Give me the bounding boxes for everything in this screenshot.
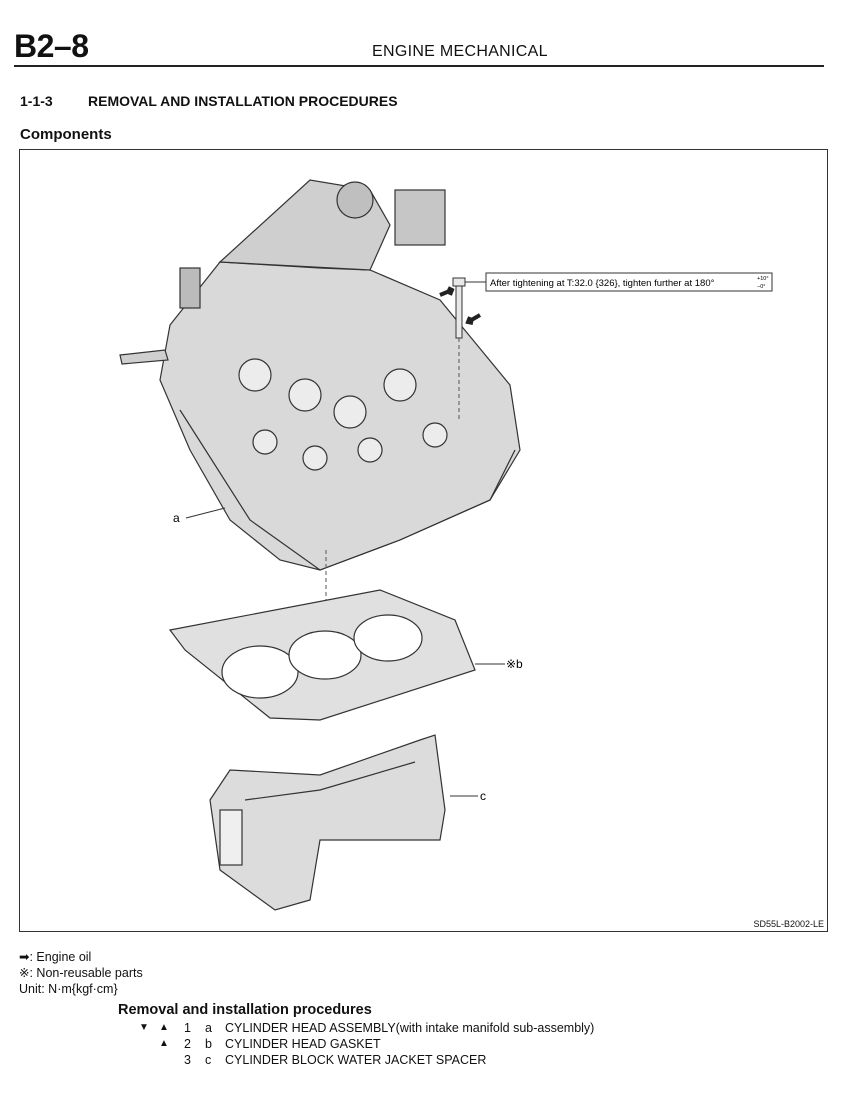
- install-mark: ▲: [159, 1038, 169, 1049]
- label-a: a: [173, 511, 180, 525]
- torque-tolerance-lower: −0°: [757, 284, 765, 290]
- water-jacket-spacer-illustration: [209, 734, 446, 911]
- procedure-row: ▼ ▲ 1 a CYLINDER HEAD ASSEMBLY(with inta…: [0, 1020, 861, 1036]
- arrow-right-icon: ➡: [19, 950, 30, 964]
- procedure-row: 3 c CYLINDER BLOCK WATER JACKET SPACER: [0, 1052, 861, 1068]
- leader-line-a: [185, 507, 226, 519]
- procedure-step: 1: [184, 1021, 191, 1035]
- torque-callout-box: [485, 272, 773, 292]
- removal-mark: ▼: [139, 1022, 149, 1033]
- section-number: 1-1-3: [20, 93, 53, 109]
- procedure-letter: a: [205, 1021, 212, 1035]
- head-gasket-illustration: [168, 589, 476, 721]
- label-c: c: [480, 789, 486, 803]
- procedure-row: ▲ 2 b CYLINDER HEAD GASKET: [0, 1036, 861, 1052]
- cylinder-head-illustration: [119, 179, 521, 571]
- section-title: REMOVAL AND INSTALLATION PROCEDURES: [88, 93, 398, 109]
- procedure-step: 2: [184, 1037, 191, 1051]
- procedure-letter: b: [205, 1037, 212, 1051]
- procedure-text: CYLINDER HEAD ASSEMBLY(with intake manif…: [225, 1021, 595, 1035]
- oil-arrow-icon: [439, 286, 455, 297]
- procedure-text: CYLINDER BLOCK WATER JACKET SPACER: [225, 1053, 487, 1067]
- legend-non-reusable: ※: Non-reusable parts: [19, 966, 143, 980]
- header-rule: [14, 65, 824, 67]
- procedure-letter: c: [205, 1053, 212, 1067]
- legend-unit: Unit: N·m{kgf·cm}: [19, 982, 118, 996]
- page-header-title: ENGINE MECHANICAL: [372, 43, 548, 60]
- components-heading: Components: [20, 126, 112, 143]
- procedure-step: 3: [184, 1053, 191, 1067]
- procedures-title: Removal and installation procedures: [118, 1002, 372, 1018]
- figure-code: SD55L-B2002-LE: [753, 919, 824, 929]
- exploded-view-illustration: After tightening at T:32.0 {326}, tighte…: [119, 179, 773, 911]
- torque-tolerance-upper: +10°: [757, 276, 769, 282]
- legend-engine-oil-text: : Engine oil: [29, 950, 92, 964]
- label-b: ※b: [506, 657, 523, 671]
- components-figure: After tightening at T:32.0 {326}, tighte…: [19, 149, 828, 932]
- procedure-text: CYLINDER HEAD GASKET: [225, 1037, 381, 1051]
- page-code: B2–8: [14, 28, 89, 64]
- install-mark: ▲: [159, 1022, 169, 1033]
- torque-callout-text: After tightening at T:32.0 {326}, tighte…: [490, 278, 715, 289]
- legend-engine-oil: ➡: Engine oil: [19, 949, 91, 965]
- oil-arrow-icon: [465, 313, 482, 325]
